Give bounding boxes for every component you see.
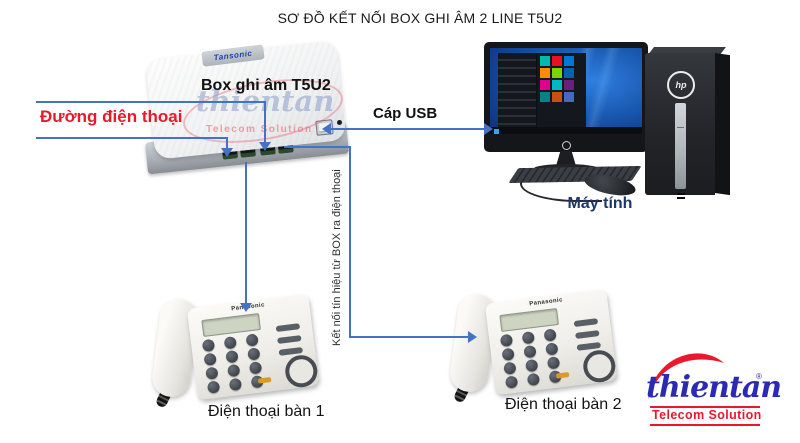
start-tile [551,92,562,103]
phone-body: Panasonic [484,288,618,396]
recorder-box-device: Tansonic [140,40,355,190]
phone2-label: Điện thoại bàn 2 [505,396,622,413]
start-tile [563,56,574,67]
usb-cable-line [330,128,488,130]
start-tile [551,68,562,79]
start-tile [563,68,574,79]
monitor-screen [490,48,642,135]
keypad-button [248,361,263,375]
desk-phone-1: Panasonic [150,293,320,411]
computer-label: Máy tính [567,195,633,212]
hp-logo-icon: hp [667,71,695,99]
arrowhead-down-icon [221,148,233,157]
keypad-button [499,333,514,348]
start-tile [539,92,550,103]
keypad-button [523,344,537,359]
phone-nav-dial [581,348,618,385]
company-logo: thientan ® Telecom Solution [640,348,798,440]
phone-function-button [275,323,301,333]
start-tile [539,56,550,67]
box-to-phone2-line-v [349,146,351,338]
monitor-hp-logo-icon [562,141,571,150]
box-to-phone2-line-h2 [349,336,470,338]
desk-phone-2: Panasonic [448,288,618,406]
start-menu [497,53,586,128]
monitor [484,42,648,152]
start-tile [563,80,574,91]
box-to-phone2-line-h1 [284,146,351,148]
start-tile [551,56,562,67]
keypad-button [526,372,541,387]
phone-line-bottom-drop [226,137,228,148]
arrowhead-right-icon [484,123,493,135]
logo-rule [650,424,760,426]
arrowhead-down-icon [259,142,271,151]
keypad-button [225,349,239,364]
logo-swoosh-icon [648,353,724,400]
keypad-button [545,342,559,356]
logo-name: thientan [646,370,782,405]
logo-tagline: Telecom Solution [652,408,762,422]
led-dot-icon [337,120,342,125]
phone1-label: Điện thoại bàn 1 [208,403,325,420]
start-tile [539,80,550,91]
keypad-button [205,366,219,380]
logo-rule [650,406,760,408]
start-tile [551,80,562,91]
arrowhead-down-icon [240,303,252,312]
phone-nav-dial [283,353,320,390]
start-tiles [537,53,586,127]
recorder-label: Box ghi âm T5U2 [201,77,331,94]
usb-cable-label: Cáp USB [373,105,438,122]
keypad-button [203,352,217,366]
phone-body: Panasonic [186,293,320,401]
start-tile [563,92,574,103]
monitor-stand [556,151,576,166]
logo-registered-mark: ® [756,372,762,381]
box-to-phone-label: Kết nối tín hiệu từ BOX ra điện thoại [331,169,343,346]
keypad-button [521,331,535,345]
tower-front-face: hp [645,53,715,195]
keypad-button [247,347,261,361]
box-to-phone1-line [245,162,247,303]
keypad-button [223,336,237,350]
phone-line-bottom [36,137,228,139]
keypad-button [546,356,561,370]
keypad-button [504,375,519,389]
phone-function-button [575,330,600,339]
desktop-tower: hp [645,47,731,197]
keypad-button [503,361,517,375]
keypad-button [501,347,515,361]
arrowhead-left-icon [322,123,331,135]
phone-line-top-drop [264,101,266,142]
tower-side-face [715,53,730,196]
keypad-button [227,363,241,378]
tower-front-ports-icon [677,193,685,195]
phone-function-button [277,335,302,344]
tower-drive-strip [675,103,686,189]
arrowhead-right-icon [468,331,477,343]
keypad-button [228,377,243,392]
diagram-title: SƠ ĐỒ KẾT NỐI BOX GHI ÂM 2 LINE T5U2 [277,10,563,26]
keypad-button [525,358,539,373]
keypad-button [206,380,221,394]
phone-function-button [573,318,599,328]
keypad-button [245,333,259,347]
phone-line-label: Đường điện thoại [40,107,183,126]
start-app-list [497,53,537,128]
keypad-button [201,338,216,353]
phone-line-top [36,101,266,103]
taskbar [490,127,642,135]
keypad-button [543,328,557,342]
start-tile [539,68,550,79]
